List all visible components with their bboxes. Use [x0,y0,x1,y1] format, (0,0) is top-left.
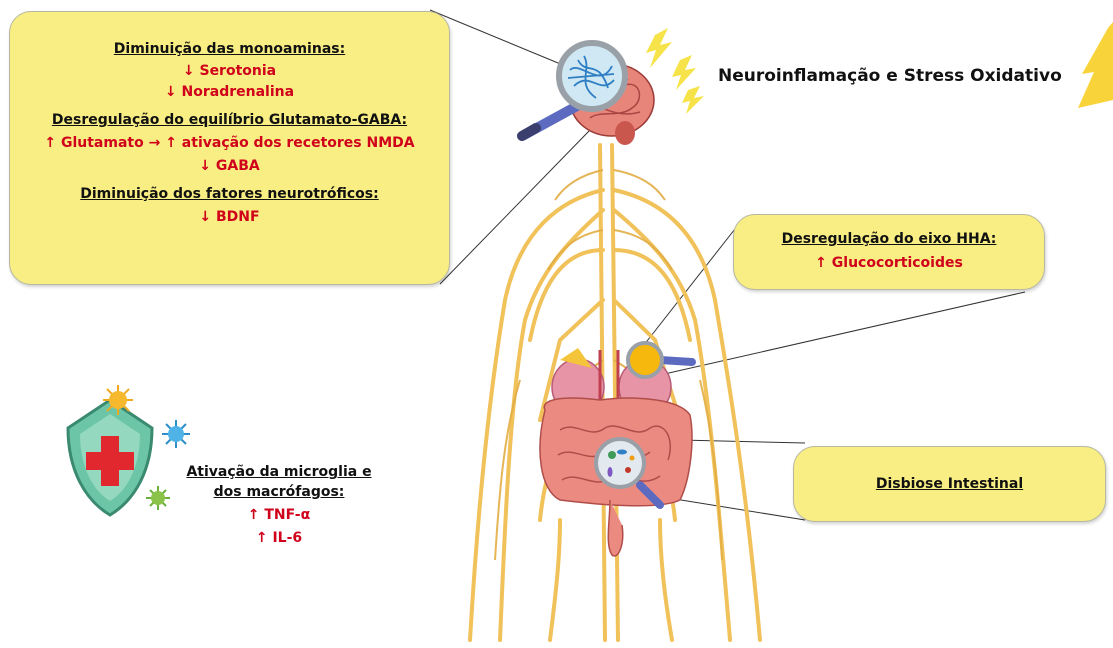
glucocorticoids-item: ↑ Glucocorticoides [734,253,1044,273]
glutamate-gaba-heading: Desregulação do equilíbrio Glutamato-GAB… [10,110,449,130]
immune-text-block: Ativação da microglia e dos macrófagos: … [164,462,394,548]
neurotrophic-heading: Diminuição dos fatores neurotróficos: [10,184,449,204]
dysbiosis-heading: Disbiose Intestinal [794,474,1105,494]
microglia-heading-line1: Ativação da microglia e [164,462,394,482]
bdnf-item: ↓ BDNF [10,207,449,227]
hha-heading: Desregulação do eixo HHA: [734,229,1044,249]
monoamines-heading: Diminuição das monoaminas: [10,39,449,59]
brain-info-box: Diminuição das monoaminas: ↓ Serotonia ↓… [9,11,450,285]
gaba-item: ↓ GABA [10,156,449,176]
nerve-network [470,145,760,640]
glutamate-item: ↑ Glutamato → ↑ ativação dos recetores N… [10,133,449,153]
diagram-title: Neuroinflamação e Stress Oxidativo [718,66,1062,86]
noradrenaline-item: ↓ Noradrenalina [10,82,449,102]
immune-shield-icon [68,400,152,515]
hha-info-box: Desregulação do eixo HHA: ↑ Glucocortico… [733,214,1045,290]
serotonin-item: ↓ Serotonia [10,61,449,81]
tnf-alpha-item: ↑ TNF-α [164,505,394,525]
dysbiosis-info-box: Disbiose Intestinal [793,446,1106,522]
lightning-large-icon [1078,22,1113,108]
il6-item: ↑ IL-6 [164,528,394,548]
microglia-heading-line2: dos macrófagos: [164,482,394,502]
